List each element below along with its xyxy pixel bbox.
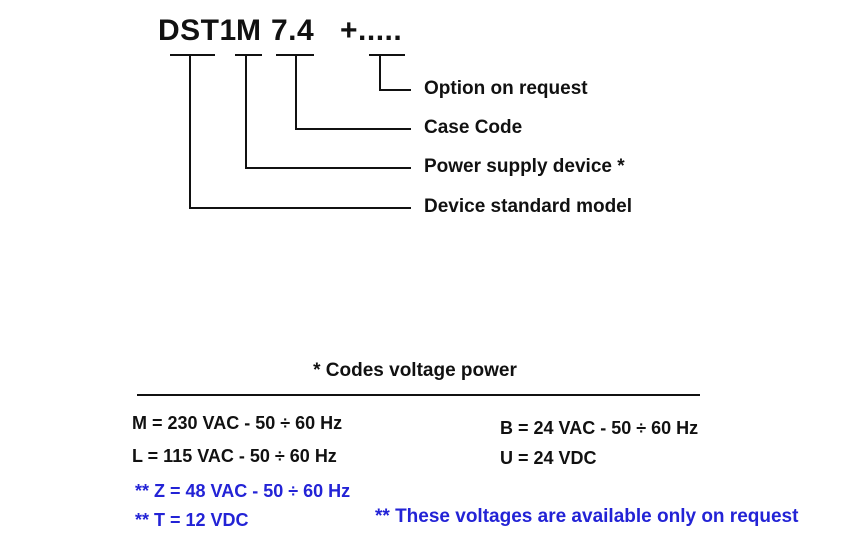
code-case: 7.4	[271, 14, 315, 47]
label-model: Device standard model	[424, 196, 633, 217]
voltage-codes-title: * Codes voltage power	[313, 360, 517, 381]
voltage-code-l: L = 115 VAC - 50 ÷ 60 Hz	[132, 446, 337, 466]
label-case: Case Code	[424, 117, 523, 138]
connector-option	[379, 55, 411, 91]
connector-model	[189, 55, 411, 209]
voltage-code-t: ** T = 12 VDC	[135, 510, 249, 530]
on-request-note: ** These voltages are available only on …	[375, 506, 799, 527]
label-option: Option on request	[424, 78, 588, 99]
code-option: +.....	[340, 14, 403, 47]
voltage-code-z: ** Z = 48 VAC - 50 ÷ 60 Hz	[135, 481, 351, 501]
label-power: Power supply device *	[424, 156, 625, 177]
voltage-code-u: U = 24 VDC	[500, 448, 597, 468]
title-divider	[137, 394, 700, 396]
voltage-code-m: M = 230 VAC - 50 ÷ 60 Hz	[132, 413, 343, 433]
connector-power	[245, 55, 411, 169]
connector-case	[295, 55, 411, 130]
voltage-code-b: B = 24 VAC - 50 ÷ 60 Hz	[500, 418, 699, 438]
code-model: DST1	[158, 14, 237, 47]
code-power: M	[236, 14, 262, 47]
